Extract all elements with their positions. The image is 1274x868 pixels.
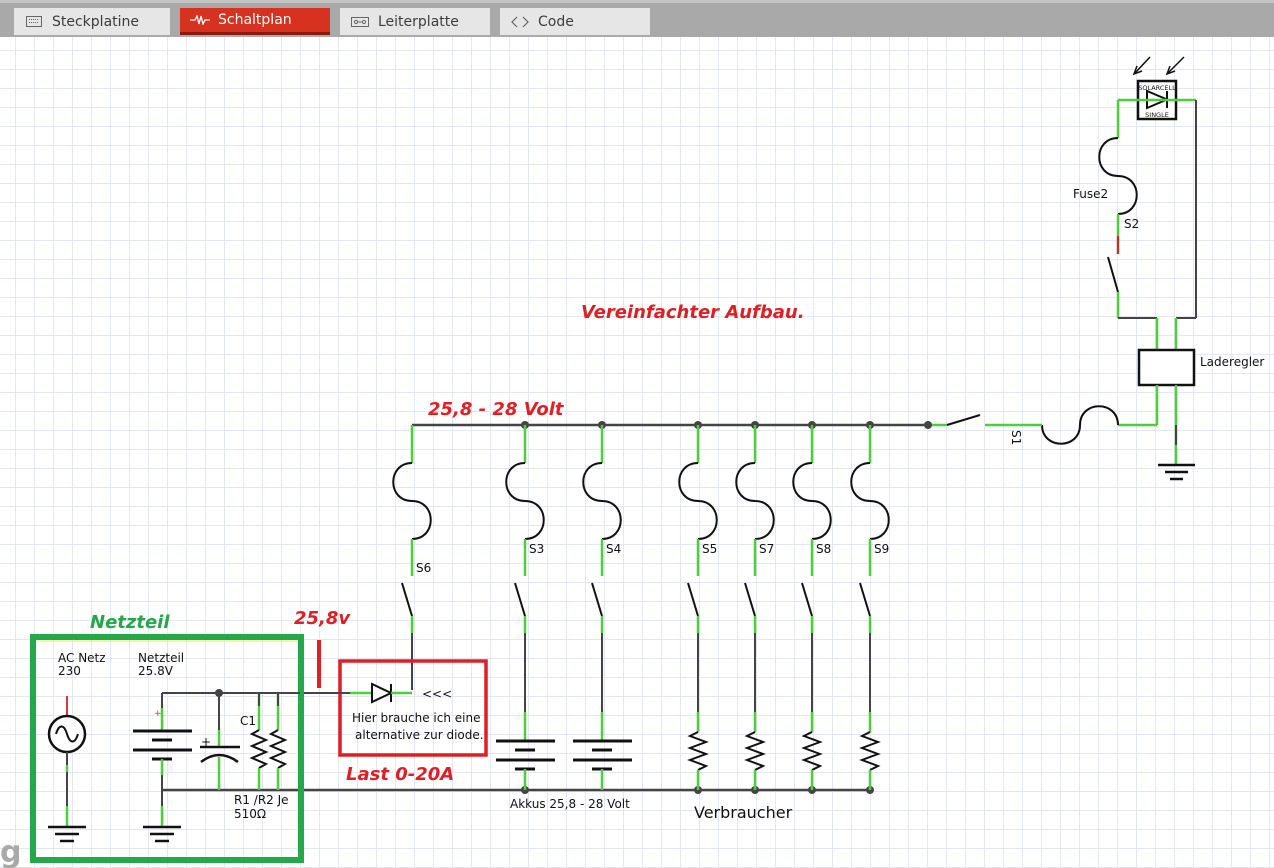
branch-4: S5 [678,425,718,633]
psu-label-1: Netzteil [138,651,184,665]
switch-label: S4 [606,542,621,556]
batteries-label: Akkus 25,8 - 28 Volt [510,797,630,811]
switch-s2[interactable] [1107,256,1119,293]
fuse[interactable] [678,462,718,540]
switch[interactable] [859,582,871,617]
breadboard-icon [24,16,44,27]
charge-controller-label: Laderegler [1200,355,1264,369]
fuse[interactable] [792,462,832,540]
ground-icon [48,825,86,843]
pcb-icon [350,16,370,27]
tab-label: Steckplatine [52,13,140,30]
schematic-icon [190,15,210,25]
fuse[interactable] [735,462,775,540]
switch[interactable] [687,582,699,617]
switch-s1[interactable] [946,414,981,426]
tab-label: Schaltplan [218,12,292,28]
fuse[interactable] [505,462,545,540]
switch[interactable] [401,582,413,617]
fuse-main[interactable] [1041,405,1119,445]
resistor-r1[interactable] [249,693,269,790]
power-supply-note: Netzteil [90,612,170,633]
resistors-label-1: R1 /R2 Je [234,793,289,807]
fuse-solar-label: Fuse2 [1073,187,1108,201]
battery-1[interactable] [496,633,555,790]
tab-label: Code [538,13,574,30]
solarcell-label-top: SOLARCELL [1138,84,1176,92]
watermark: g [0,835,21,868]
ac-source-label-2: 230 [58,664,81,678]
charge-controller[interactable] [1137,348,1196,387]
load-current-note: Last 0-20A [346,764,454,785]
load-resistor-2[interactable] [744,633,766,790]
branch-2: S3 [505,425,545,633]
view-tab-bar: Steckplatine Schaltplan Leiterplatte Cod… [0,0,1274,37]
diode-icon[interactable] [371,682,394,704]
diode-question-line1: Hier brauche ich eine [352,711,480,725]
switch-s1-label: S1 [1009,430,1023,445]
solar-panel[interactable]: SOLARCELL SINGLE [1132,56,1185,121]
psu-source[interactable] [133,729,192,761]
schematic-canvas[interactable]: SOLARCELL SINGLE Fuse2 S2 Laderegler S1 … [0,37,1274,868]
fuse[interactable] [850,462,890,540]
tab-label: Leiterplatte [378,13,459,30]
tab-breadboard[interactable]: Steckplatine [14,8,170,35]
capacitor-c1[interactable] [200,745,240,764]
loads-label: Verbraucher [694,803,793,822]
switch-s2-label: S2 [1124,217,1139,231]
load-resistor-3[interactable] [801,633,823,790]
resistor-r2[interactable] [268,693,288,790]
title-note: Vereinfachter Aufbau. [581,302,805,323]
switch-label: S5 [702,542,717,556]
load-resistor-1[interactable] [687,633,709,790]
solarcell-label-bottom: SINGLE [1145,111,1169,119]
battery-2[interactable] [573,633,632,790]
ground-icon [1158,463,1195,481]
tab-schematic[interactable]: Schaltplan [180,8,330,35]
switch[interactable] [514,582,526,617]
branch-6: S8 [792,425,832,633]
diode-highlight-box [338,659,488,757]
resistors-label-2: 510Ω [234,807,266,821]
arrows-note: <<< [422,687,452,701]
power-supply-box [30,634,304,863]
ac-source-label-1: AC Netz [58,651,106,665]
psu-label-2: 25.8V [138,664,174,678]
branch-3: S4 [582,425,622,633]
load-resistor-4[interactable] [859,633,881,790]
tab-code[interactable]: Code [500,8,650,35]
ground-icon [143,825,181,843]
fuse[interactable] [582,462,622,540]
svg-text:+: + [201,735,211,749]
switch[interactable] [744,582,756,617]
branch-1: S6 [392,425,432,633]
switch-label: S9 [874,542,889,556]
ac-source-icon[interactable] [47,714,87,754]
switch-label: S7 [759,542,774,556]
switch[interactable] [801,582,813,617]
switch-label: S6 [416,561,431,575]
switch-label: S3 [529,542,544,556]
branch-7: S9 [850,425,890,633]
tab-pcb[interactable]: Leiterplatte [340,8,490,35]
diode-question-line2: alternative zur diode. [355,728,484,742]
code-icon [510,16,530,28]
switch[interactable] [591,582,603,617]
supply-voltage-note: 25,8v [294,608,351,629]
fuse[interactable] [392,462,432,540]
svg-text:+: + [154,709,162,719]
fuse-solar[interactable] [1098,137,1138,215]
branch-5: S7 [735,425,775,633]
capacitor-label: C1 [240,714,256,728]
switch-label: S8 [816,542,831,556]
bus-voltage-note: 25,8 - 28 Volt [428,399,565,420]
